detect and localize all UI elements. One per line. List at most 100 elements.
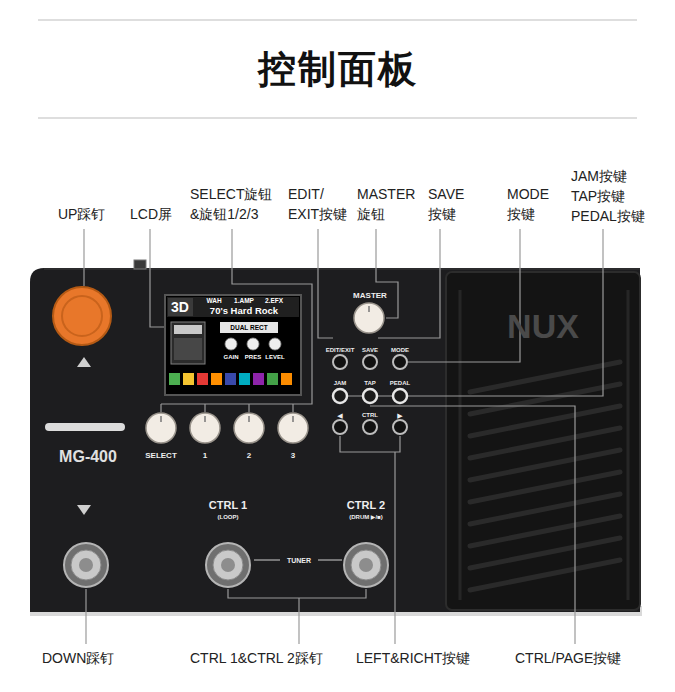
lcd-preset-box [168,298,193,316]
expression-pedal [446,272,640,610]
select-knob [146,413,176,443]
title-rule [38,20,637,21]
callout-label: CTRL 1&CTRL 2踩钉 [190,648,323,668]
knob-mark [368,306,370,312]
button-label: CTRL [362,412,378,418]
footswitch-label: CTRL 1 [209,500,247,511]
preset-number: 3D [171,300,189,314]
lcd-amp-name-box [220,322,278,333]
amp-name: DUAL RECT [230,325,267,332]
footswitch-base [344,543,388,587]
knob-mark [160,416,162,422]
callout-label: UP踩钉 [58,204,105,224]
leader-line [248,404,249,412]
lcd-amp-icon [171,322,205,364]
lcd-knob [269,338,281,350]
footswitch-base [206,543,250,587]
lcd-slot: WAH [206,298,221,305]
tuner-line [254,560,280,561]
leader-line [378,229,440,338]
ctrl-page-button [363,420,377,434]
jack [134,260,146,269]
lcd-chain-block [281,373,292,385]
device-panel: 3DWAH1.AMP2.EFX70's Hard RockDUAL RECTGA… [30,268,640,612]
button-label: SAVE [362,347,378,353]
knob [190,413,220,443]
leader-line [340,436,400,452]
up-arrow [77,357,91,367]
tap-button [363,389,377,403]
leader-line [228,589,366,598]
leader-line [408,229,520,362]
callout-label: EDIT/ EXIT按键 [288,184,347,224]
button-label: EDIT/EXIT [326,347,355,353]
lcd-chain-block [211,373,222,385]
footswitch-label: CTRL 2 [347,500,385,511]
pedal-button [393,389,407,403]
lcd-top-bar [167,297,299,317]
leader-line [160,404,161,412]
callout-label: MASTER 旋钮 [357,184,415,224]
up-footswitch [53,287,111,345]
footswitch-cap [351,550,381,580]
lcd-screen [165,295,301,395]
master-knob [354,303,384,333]
tuner-label: TUNER [287,557,311,564]
leader-lines [84,229,603,644]
knob-mark [292,416,294,422]
knob [234,413,264,443]
footswitch-cap [71,550,101,580]
device-body [30,268,640,612]
leader-line [394,452,395,644]
save-button [363,355,377,369]
preset-name: 70's Hard Rock [210,306,278,316]
button-label: JAM [334,380,347,386]
callout-label: LEFT&RICHT按键 [356,648,470,668]
up-footswitch-ring [62,296,102,336]
callout-label: MODE 按键 [507,184,549,224]
lcd-chain-block [239,373,250,385]
lcd-chain-block [267,373,278,385]
arrow-symbol: ▶ [397,412,402,419]
footswitch-center [359,558,373,572]
title-rule [38,118,637,119]
footswitch [206,543,250,587]
footswitch-center [221,558,235,572]
button-label: MODE [391,347,409,353]
knob-mark [248,416,250,422]
lcd-chain-block [253,373,264,385]
leader-line [298,598,299,644]
callout-label: CTRL/PAGE按键 [515,648,621,668]
callout-label: DOWN踩钉 [42,648,114,668]
jam-button [333,389,347,403]
lcd-node: 3DWAH1.AMP2.EFX70's Hard RockDUAL RECTGA… [165,295,301,395]
tuner-line [318,560,342,561]
pedal-ridge [470,560,620,590]
leader-line [376,229,398,318]
footswitch [64,543,108,587]
buttons [333,355,407,434]
lcd-amp-panel [174,325,202,334]
footswitch-base [64,543,108,587]
footswitch-sublabel: (LOOP) [218,514,239,520]
lcd-knob-label: GAIN [224,354,239,360]
knob-label: 1 [203,452,207,460]
lcd-slot: 2.EFX [265,298,283,305]
leader-line [85,589,86,644]
leader-line [318,229,333,338]
lcd-knob [225,338,237,350]
leader-line [204,404,205,412]
button-label: PEDAL [390,380,410,386]
page-title: 控制面板 [0,50,675,88]
edit-exit-button [333,355,347,369]
leader-line [83,229,84,286]
knob-label: SELECT [145,452,177,460]
mode-button [393,355,407,369]
callout-label: SAVE 按键 [428,184,464,224]
lcd-chain [169,373,292,385]
callout-label: LCD屏 [130,204,172,224]
pedal-rail [627,290,630,600]
knob-label: 2 [247,452,251,460]
